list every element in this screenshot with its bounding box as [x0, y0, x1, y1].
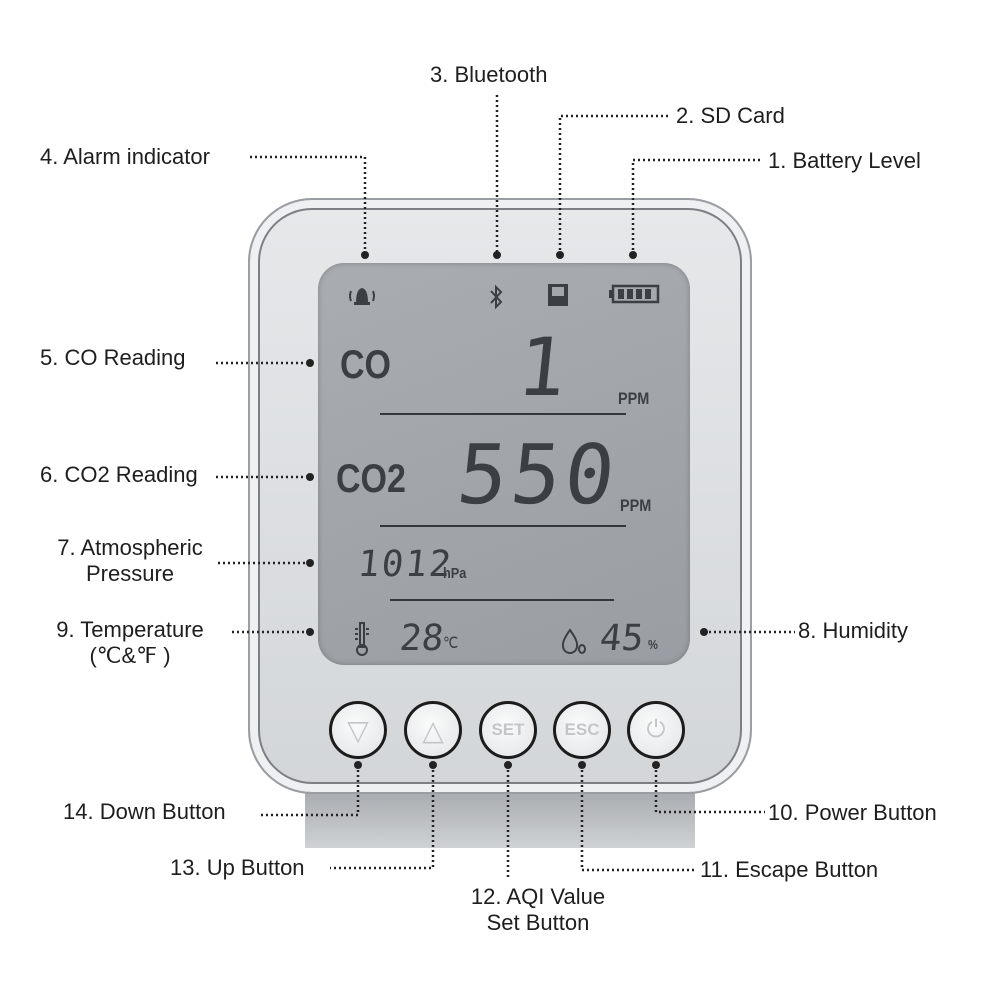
- divider: [380, 525, 626, 527]
- label-temperature-line1: 9. Temperature: [56, 617, 204, 642]
- divider: [390, 599, 614, 601]
- label-escape: 11. Escape Button: [700, 857, 879, 882]
- label-down: 14. Down Button: [63, 799, 226, 824]
- label-set-line1: 12. AQI Value: [470, 884, 606, 909]
- label-temperature-line2: (℃&℉ ): [89, 643, 171, 668]
- label-pressure-line1: 7. Atmospheric: [57, 535, 203, 560]
- label-pressure: 7. Atmospheric Pressure: [40, 535, 220, 587]
- co2-unit: PPM: [620, 496, 652, 515]
- co-unit: PPM: [618, 389, 650, 408]
- power-button[interactable]: ⏻: [627, 701, 685, 759]
- pressure-unit: hPa: [443, 565, 467, 582]
- sd-card-icon: [548, 284, 568, 306]
- set-button[interactable]: SET: [479, 701, 537, 759]
- label-up: 13. Up Button: [170, 855, 305, 880]
- label-co2: 6. CO2 Reading: [40, 462, 198, 487]
- droplet-icon: [561, 628, 586, 654]
- battery-icon: [609, 284, 660, 304]
- label-set: 12. AQI Value Set Button: [438, 884, 638, 936]
- label-sd-card: 2. SD Card: [676, 103, 785, 128]
- down-button[interactable]: ▽: [329, 701, 387, 759]
- divider: [380, 413, 626, 415]
- label-temperature: 9. Temperature (℃&℉ ): [40, 617, 220, 669]
- thermometer-icon: [355, 622, 369, 656]
- label-set-line2: Set Button: [486, 910, 590, 935]
- lcd-screen: CO 1 PPM CO2 550 PPM 1012 hPa 28 ℃ 45 %: [318, 263, 690, 665]
- bluetooth-icon: [490, 284, 503, 310]
- label-co: 5. CO Reading: [40, 345, 186, 370]
- label-battery: 1. Battery Level: [768, 148, 921, 173]
- bell-icon: [349, 288, 375, 305]
- up-button[interactable]: △: [404, 701, 462, 759]
- label-power: 10. Power Button: [768, 800, 937, 825]
- co2-label: CO2: [336, 457, 406, 501]
- label-bluetooth: 3. Bluetooth: [430, 62, 548, 87]
- humidity-unit: %: [648, 637, 658, 652]
- label-humidity: 8. Humidity: [798, 618, 909, 643]
- device-stand: [305, 790, 695, 848]
- label-pressure-line2: Pressure: [85, 561, 175, 586]
- label-alarm: 4. Alarm indicator: [40, 144, 210, 169]
- escape-button[interactable]: ESC: [553, 701, 611, 759]
- temperature-unit: ℃: [443, 635, 459, 652]
- co-label: CO: [340, 343, 391, 387]
